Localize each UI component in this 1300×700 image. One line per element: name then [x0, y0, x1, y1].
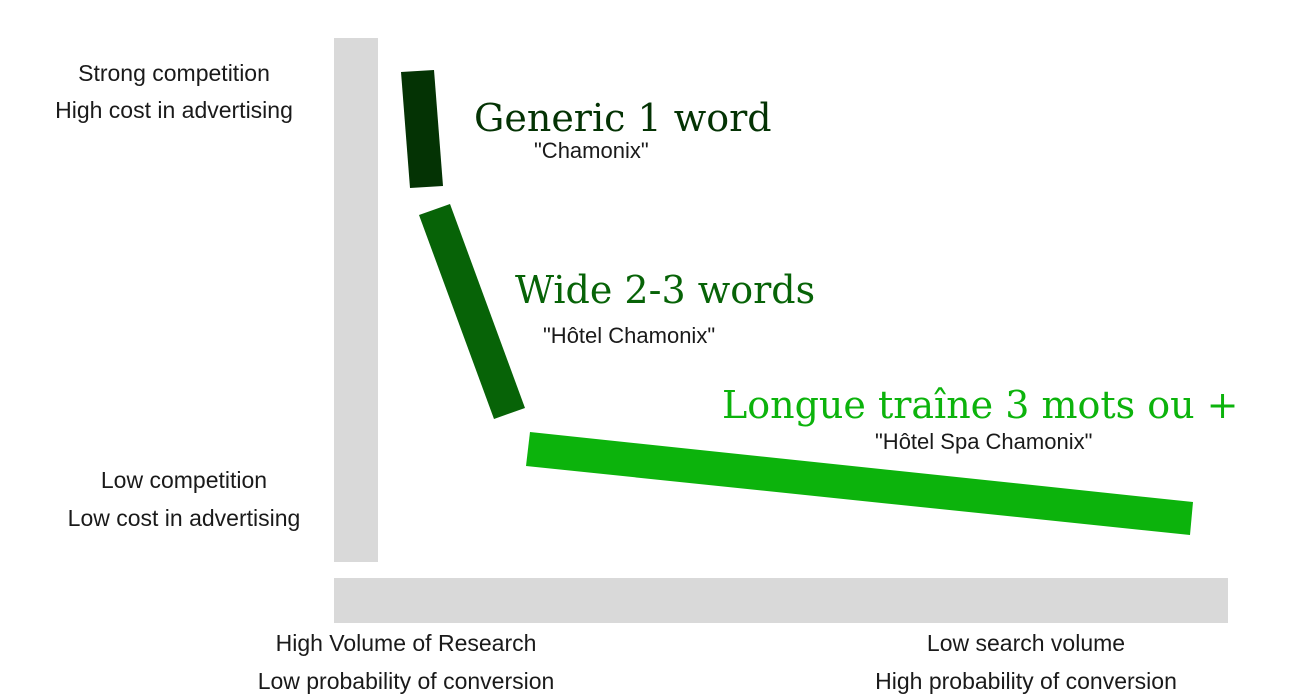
segment-example-generic: "Chamonix": [534, 138, 649, 163]
y-axis-bottom-label-line-1: Low competition: [101, 467, 267, 493]
segment-example-wide: "Hôtel Chamonix": [543, 323, 715, 348]
segment-title-generic: Generic 1 word: [474, 96, 772, 140]
segment-bar-longtail: [526, 432, 1193, 535]
y-axis-top-label-line-1: Strong competition: [78, 60, 270, 86]
segment-bar-generic: [401, 70, 443, 188]
y-axis-bar: [334, 38, 378, 562]
segment-example-longtail: "Hôtel Spa Chamonix": [875, 429, 1092, 454]
x-axis-bar: [334, 578, 1228, 623]
x-axis-right-label-line-2: High probability of conversion: [875, 668, 1177, 694]
y-axis-bottom-label-line-2: Low cost in advertising: [68, 505, 301, 531]
segment-bar-wide: [419, 204, 525, 419]
y-axis-top-label-line-2: High cost in advertising: [55, 97, 293, 123]
x-axis-left-label-line-1: High Volume of Research: [276, 630, 537, 656]
x-axis-left-label-line-2: Low probability of conversion: [258, 668, 555, 694]
x-axis-right-label-line-1: Low search volume: [927, 630, 1125, 656]
segment-title-longtail: Longue traîne 3 mots ou +: [722, 383, 1239, 427]
segment-title-wide: Wide 2-3 words: [515, 268, 815, 312]
